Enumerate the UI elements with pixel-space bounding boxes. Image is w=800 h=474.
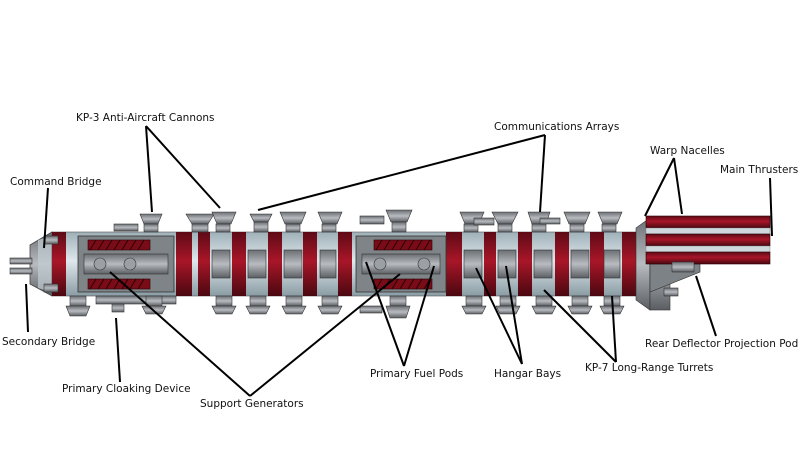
hull-band bbox=[268, 232, 282, 296]
hull-band bbox=[555, 232, 569, 296]
ship-hull bbox=[9, 209, 771, 319]
hull-band bbox=[622, 232, 636, 296]
label-hangar-bays: Hangar Bays bbox=[494, 368, 562, 380]
rear-deflector-pod bbox=[671, 261, 695, 273]
hull-band bbox=[518, 232, 532, 296]
label-primary-fuel-pods: Primary Fuel Pods bbox=[370, 368, 464, 380]
top-turrets bbox=[139, 209, 623, 233]
label-primary-cloaking-device: Primary Cloaking Device bbox=[62, 383, 191, 395]
label-rear-deflector-projection-pod: Rear Deflector Projection Pod bbox=[645, 338, 799, 350]
warp-nacelles bbox=[645, 215, 771, 265]
hull-band bbox=[176, 232, 192, 296]
hull-band bbox=[232, 232, 246, 296]
bottom-turrets bbox=[65, 295, 625, 319]
label-main-thrusters: Main Thrusters bbox=[720, 164, 799, 176]
hull-band bbox=[484, 232, 496, 296]
label-long-range-turrets: KP-7 Long-Range Turrets bbox=[585, 362, 714, 374]
hull-band bbox=[590, 232, 604, 296]
label-secondary-bridge: Secondary Bridge bbox=[2, 336, 96, 348]
label-communications-arrays: Communications Arrays bbox=[494, 121, 620, 133]
hull-band bbox=[303, 232, 317, 296]
hull-band bbox=[446, 232, 462, 296]
label-anti-aircraft-cannons: KP-3 Anti-Aircraft Cannons bbox=[76, 112, 215, 124]
hull-band bbox=[198, 232, 210, 296]
hull-band bbox=[338, 232, 352, 296]
label-support-generators: Support Generators bbox=[200, 398, 304, 410]
hull-band bbox=[52, 232, 66, 296]
label-command-bridge: Command Bridge bbox=[10, 176, 102, 188]
label-warp-nacelles: Warp Nacelles bbox=[650, 145, 725, 157]
leader-lines bbox=[25, 125, 773, 397]
